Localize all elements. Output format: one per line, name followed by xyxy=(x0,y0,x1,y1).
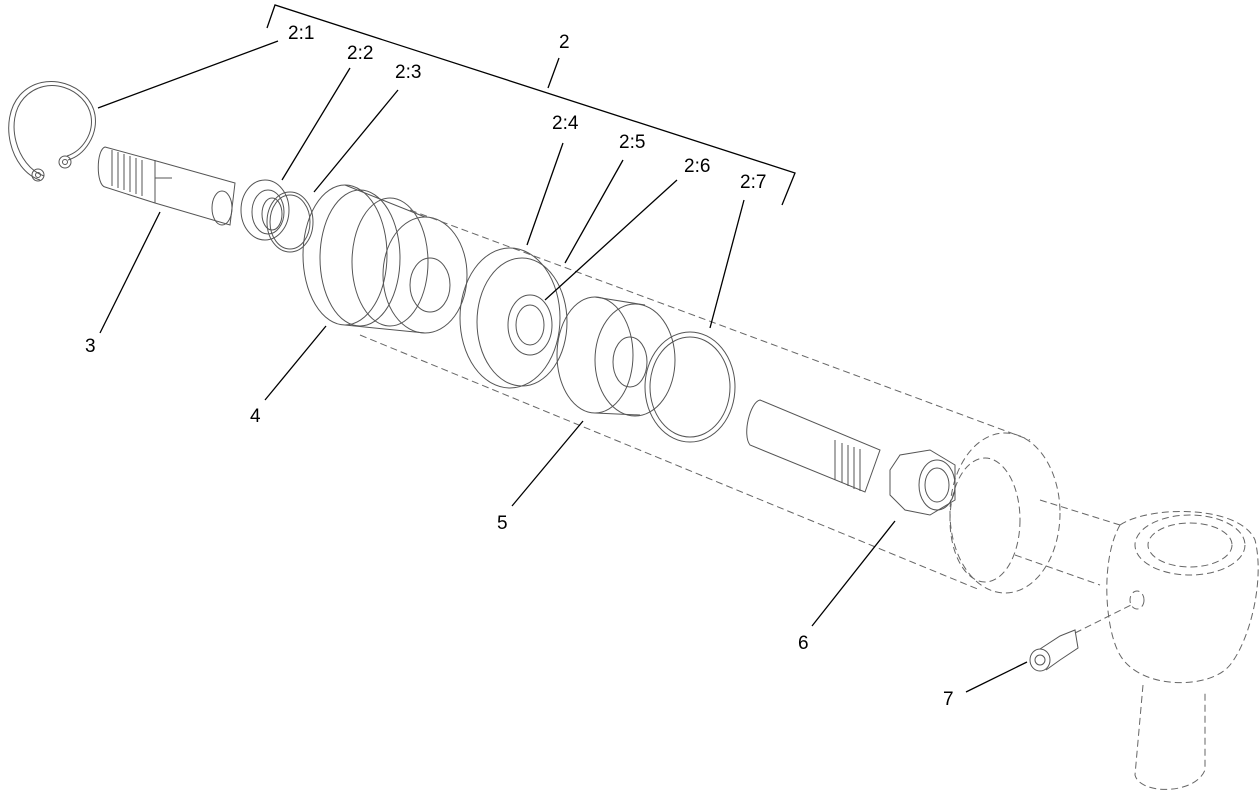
tie-rod-end-part xyxy=(1074,511,1259,790)
callout-3: 3 xyxy=(85,336,96,357)
callout-5: 5 xyxy=(497,513,508,534)
grease-fitting-part xyxy=(1029,629,1079,672)
callout-2-3: 2:3 xyxy=(395,62,422,83)
leader-2-5 xyxy=(564,159,624,264)
leader-2-3 xyxy=(313,89,399,193)
leader-2-1 xyxy=(97,40,279,109)
cylinder-barrel-outline xyxy=(359,209,1121,594)
piston-seal-part xyxy=(644,331,736,443)
leader-2-6 xyxy=(544,179,678,301)
leader-5 xyxy=(511,420,584,507)
o-ring-part xyxy=(266,191,314,253)
leader-2-2 xyxy=(281,67,351,181)
callout-2-5: 2:5 xyxy=(619,132,646,153)
callout-2: 2 xyxy=(559,32,570,53)
jam-nut-part xyxy=(889,449,956,516)
callout-2-4: 2:4 xyxy=(552,113,579,134)
group-bracket xyxy=(266,4,796,206)
gland-part xyxy=(459,247,568,389)
leader-lines xyxy=(97,40,1028,693)
leader-2-4 xyxy=(526,142,564,246)
leader-7 xyxy=(965,661,1028,693)
leader-6 xyxy=(811,520,896,627)
callout-2-2: 2:2 xyxy=(347,43,374,64)
rod-part xyxy=(97,146,236,226)
barrel-end-part xyxy=(302,184,468,334)
retaining-ring-part xyxy=(8,81,96,182)
leader-3 xyxy=(99,211,161,334)
piston-part xyxy=(556,296,676,417)
callout-2-7: 2:7 xyxy=(740,172,767,193)
leader-4 xyxy=(264,325,327,401)
callout-4: 4 xyxy=(250,406,261,427)
rod-shaft-part xyxy=(746,399,881,493)
leader-2-7 xyxy=(709,199,745,329)
seal-part xyxy=(240,179,290,241)
callout-7: 7 xyxy=(943,689,954,710)
callout-2-1: 2:1 xyxy=(288,23,315,44)
callout-6: 6 xyxy=(798,633,809,654)
callout-2-6: 2:6 xyxy=(684,156,711,177)
